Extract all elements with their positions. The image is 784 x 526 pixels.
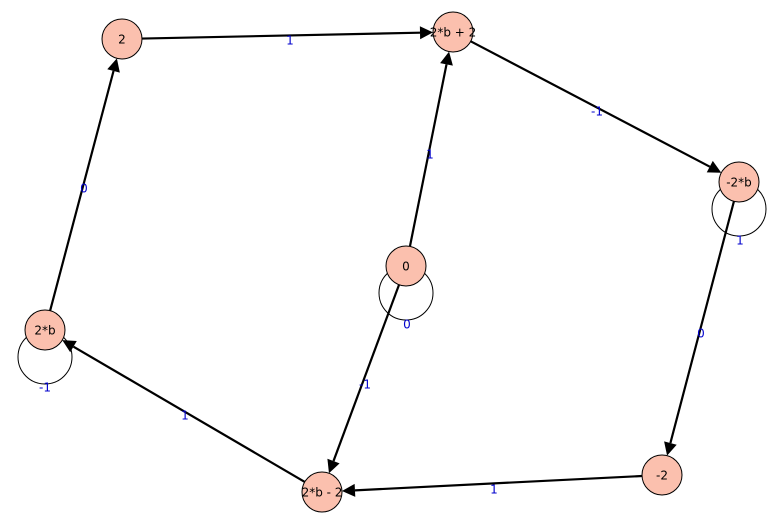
arrowhead-n0-n2b2 — [440, 51, 453, 66]
nodes-layer: 2 2*b + 2 -2*b 0 2*b -2 2*b - 2 — [24, 11, 760, 513]
edge-label-n0-n2b2: 1 — [426, 148, 434, 162]
edge-label-n0-n2bm2: -1 — [359, 378, 371, 392]
edge-label-n2b2-nm2b: -1 — [591, 105, 603, 119]
arrowhead-nm2b-nm2 — [664, 441, 677, 456]
loop-label-nm2b: 1 — [736, 234, 744, 248]
node-circle-n2b — [24, 309, 66, 351]
loop-label-n2b: -1 — [39, 381, 51, 395]
arrowhead-nm2-n2bm2 — [341, 483, 356, 497]
node-label-n2bm2: 2*b - 2 — [302, 486, 343, 500]
edge-label-n2-n2b2: 1 — [286, 34, 294, 48]
node-circle-n2 — [101, 18, 143, 60]
node-label-n2: 2 — [118, 33, 126, 47]
node-label-nm2b: -2*b — [726, 176, 752, 190]
arrowhead-n2bm2-n2b — [62, 340, 77, 353]
node-label-n2b: 2*b — [34, 324, 55, 338]
arrowhead-n2-n2b2 — [419, 26, 434, 40]
node-circle-n2b2 — [432, 11, 474, 53]
edge-labels-layer: 0 1 -1 1 -1 1 0 -1 0 1 1 — [39, 34, 744, 497]
edge-label-n2b-n2: 0 — [80, 182, 88, 196]
edge-n2b-n2 — [49, 70, 115, 311]
node-label-n0: 0 — [402, 260, 410, 274]
edge-label-nm2b-nm2: 0 — [697, 327, 705, 341]
edge-label-n2bm2-n2b: 1 — [181, 409, 189, 423]
edge-n2bm2-n2b — [72, 345, 306, 483]
edge-n0-n2bm2 — [332, 284, 401, 462]
edges-layer — [49, 26, 735, 497]
node-label-nm2: -2 — [656, 469, 668, 483]
node-n2b: 2*b — [24, 309, 66, 351]
node-circle-n0 — [385, 245, 427, 287]
node-circle-nm2b — [718, 161, 760, 203]
edge-nm2b-nm2 — [669, 201, 735, 444]
edge-n0-n2b2 — [408, 64, 448, 247]
arrowhead-n2b2-nm2b — [706, 160, 722, 173]
edge-label-nm2-n2bm2: 1 — [490, 483, 498, 497]
node-n2bm2: 2*b - 2 — [301, 471, 343, 513]
node-n2b2: 2*b + 2 — [430, 11, 477, 53]
node-n2: 2 — [101, 18, 143, 60]
edge-n2b2-nm2b — [470, 40, 711, 168]
edge-nm2-n2bm2 — [354, 474, 643, 492]
arrowhead-n0-n2bm2 — [327, 458, 340, 474]
loop-label-n0: 0 — [403, 318, 411, 332]
node-nm2b: -2*b — [718, 161, 760, 203]
loops-layer — [17, 181, 767, 385]
node-nm2: -2 — [641, 454, 683, 496]
edge-n2-n2b2 — [141, 31, 421, 40]
node-circle-n2bm2 — [301, 471, 343, 513]
node-circle-nm2 — [641, 454, 683, 496]
arrowhead-n2b-n2 — [107, 58, 120, 73]
node-label-n2b2: 2*b + 2 — [430, 26, 477, 40]
node-n0: 0 — [385, 245, 427, 287]
